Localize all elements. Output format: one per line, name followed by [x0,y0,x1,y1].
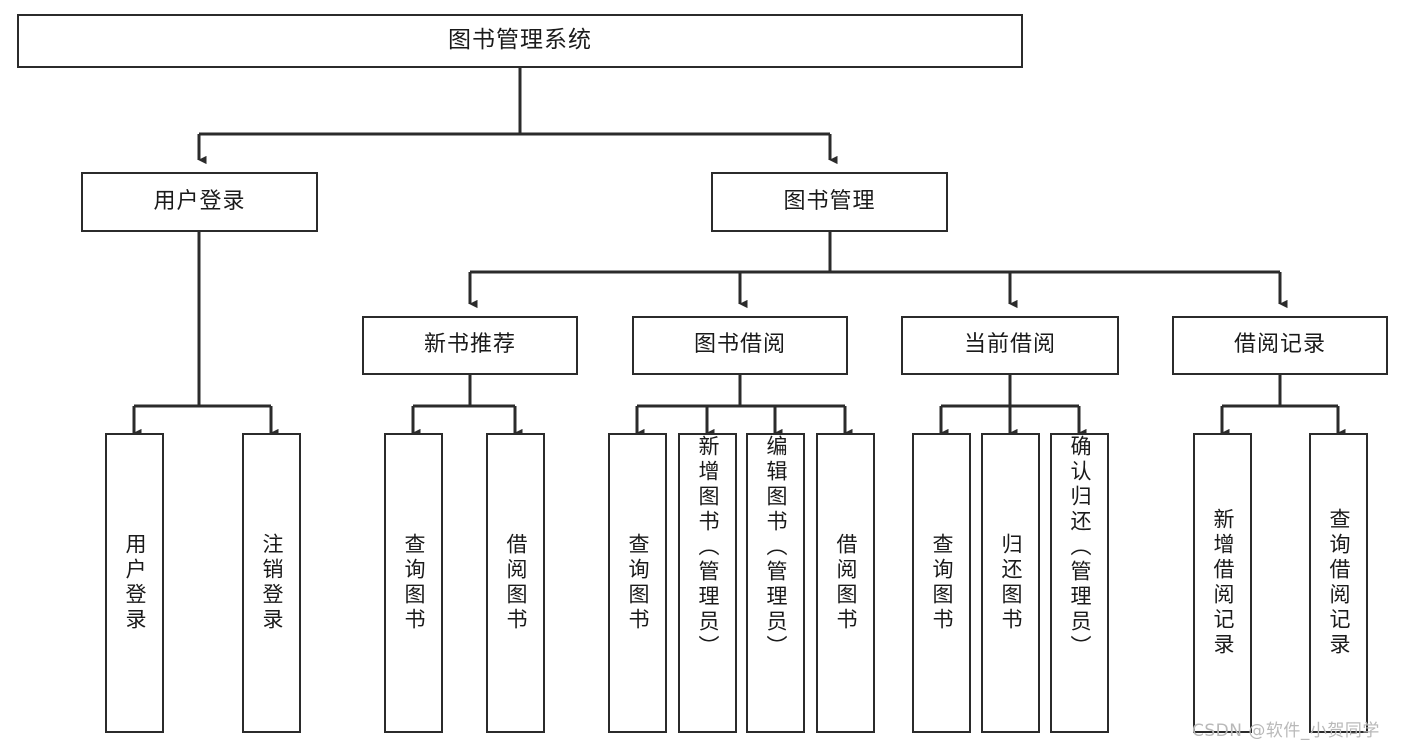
node-leaf-query-book-3[interactable]: 查询图书 [912,433,971,733]
node-label: 查询图书 [402,533,426,633]
node-leaf-borrow-book-2[interactable]: 借阅图书 [816,433,875,733]
node-label: 用户登录 [123,533,147,633]
node-label: 新增借阅记录 [1211,508,1235,658]
node-leaf-add-book[interactable]: 新增图书（管理员） [678,433,737,733]
node-leaf-confirm-return[interactable]: 确认归还（管理员） [1050,433,1109,733]
node-new-book-recommend[interactable]: 新书推荐 [362,316,578,375]
node-label: 借阅图书 [504,533,528,633]
node-label: 图书管理系统 [448,27,592,54]
node-book-borrow[interactable]: 图书借阅 [632,316,848,375]
node-leaf-borrow-book-1[interactable]: 借阅图书 [486,433,545,733]
csdn-watermark: CSDN @软件_小贺同学 [1192,721,1380,741]
node-leaf-add-record[interactable]: 新增借阅记录 [1193,433,1252,733]
node-root-system[interactable]: 图书管理系统 [17,14,1023,68]
node-leaf-query-record[interactable]: 查询借阅记录 [1309,433,1368,733]
node-label: 借阅记录 [1233,332,1326,358]
node-leaf-user-login[interactable]: 用户登录 [105,433,164,733]
node-current-borrow[interactable]: 当前借阅 [901,316,1119,375]
node-leaf-return-book[interactable]: 归还图书 [981,433,1040,733]
node-borrow-record[interactable]: 借阅记录 [1172,316,1388,375]
node-label: 查询借阅记录 [1327,508,1351,658]
node-label: 查询图书 [930,533,954,633]
node-label: 新书推荐 [423,332,516,358]
node-label: 当前借阅 [963,332,1056,358]
node-user-login[interactable]: 用户登录 [81,172,318,232]
node-label: 借阅图书 [834,533,858,633]
node-label: 查询图书 [626,533,650,633]
node-leaf-query-book-1[interactable]: 查询图书 [384,433,443,733]
node-label: 用户登录 [153,188,246,214]
node-leaf-edit-book[interactable]: 编辑图书（管理员） [746,433,805,733]
node-book-manage[interactable]: 图书管理 [711,172,948,232]
node-label: 新增图书（管理员） [696,435,720,660]
node-label: 图书借阅 [693,332,786,358]
node-label: 确认归还（管理员） [1068,435,1092,660]
node-leaf-user-logout[interactable]: 注销登录 [242,433,301,733]
node-label: 注销登录 [260,533,284,633]
node-label: 归还图书 [999,533,1023,633]
node-leaf-query-book-2[interactable]: 查询图书 [608,433,667,733]
node-label: 图书管理 [783,188,876,214]
node-label: 编辑图书（管理员） [764,435,788,660]
